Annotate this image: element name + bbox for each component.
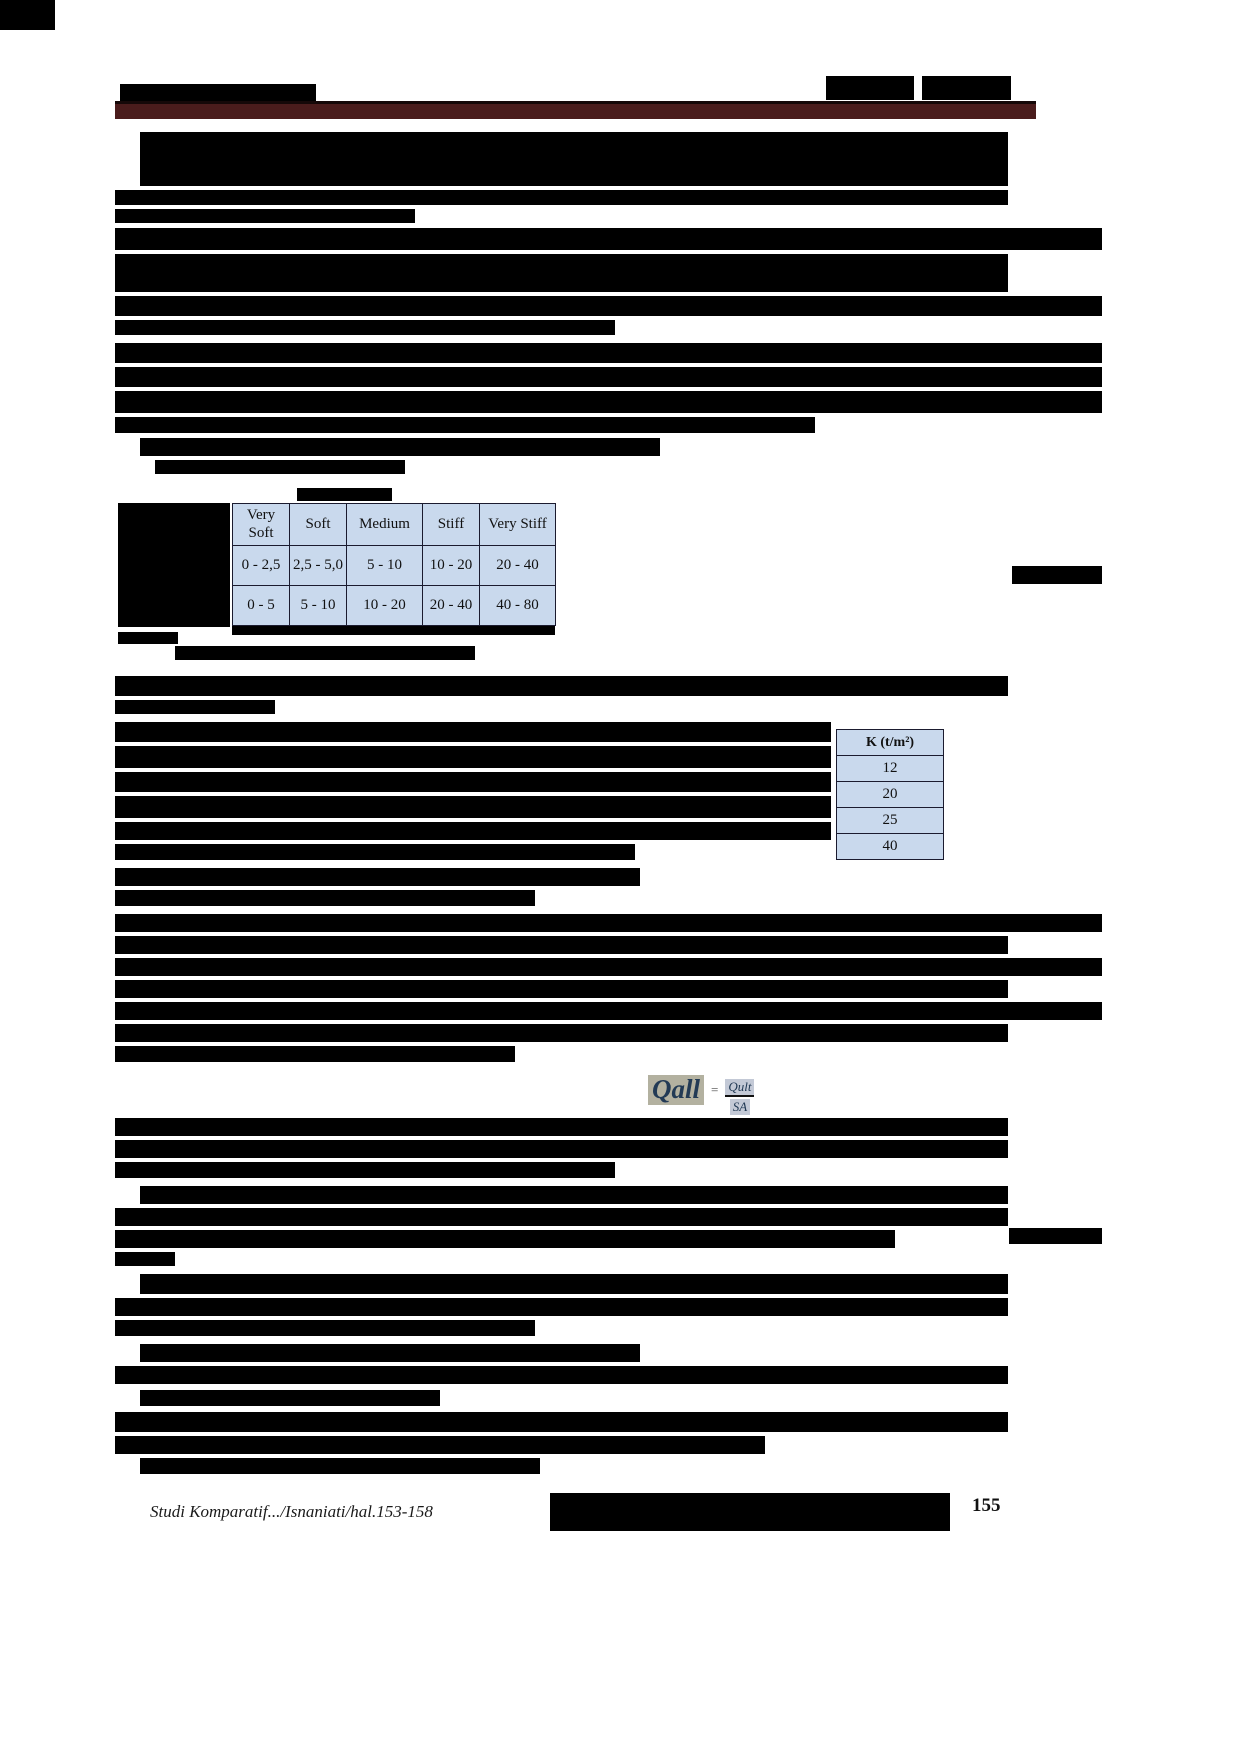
formula-denominator: SA: [729, 1099, 751, 1115]
k-table-cell: 25: [836, 807, 944, 834]
redaction-block: [115, 914, 1102, 932]
page-number: 155: [972, 1495, 1001, 1516]
k-table-header-row: K (t/m²): [836, 729, 944, 756]
consistency-table-header-row: Very Soft Soft Medium Stiff Very Stiff: [232, 503, 556, 546]
redaction-block: [115, 746, 831, 768]
redaction-block: [115, 254, 1008, 292]
redaction-block: [115, 190, 1008, 205]
redaction-block: [140, 132, 1008, 186]
table-cell: 5 - 10: [346, 545, 423, 586]
k-table-cell: 40: [836, 833, 944, 860]
redaction-block: [115, 700, 275, 714]
redaction-block: [115, 343, 1102, 363]
k-table: K (t/m²) 12 20 25 40: [836, 729, 944, 860]
redaction-block: [120, 84, 316, 106]
table-row: 0 - 2,5 2,5 - 5,0 5 - 10 10 - 20 20 - 40: [232, 545, 556, 586]
redaction-block: [115, 1412, 1008, 1432]
redaction-block: [115, 844, 635, 860]
redaction-block: [826, 76, 914, 100]
table-cell: 40 - 80: [479, 585, 556, 626]
table-cell: 20 - 40: [479, 545, 556, 586]
table-header-cell: Very Stiff: [479, 503, 556, 546]
redaction-block: [115, 868, 640, 886]
redaction-block: [550, 1493, 950, 1531]
formula-qall: Qall = Qult SA: [648, 1072, 755, 1115]
header-rule: [115, 101, 1036, 119]
redaction-block: [155, 460, 405, 474]
redaction-block: [115, 958, 1102, 976]
redaction-block: [115, 980, 1008, 998]
table-cell: 10 - 20: [346, 585, 423, 626]
redaction-block: [115, 228, 1102, 250]
redaction-block: [140, 438, 660, 456]
table-cell: 20 - 40: [422, 585, 480, 626]
table-row: 40: [836, 833, 944, 860]
redaction-block: [115, 1118, 1008, 1136]
redaction-block: [115, 1298, 1008, 1316]
redaction-block: [115, 1252, 175, 1266]
redaction-block: [115, 1208, 1008, 1226]
redaction-block: [115, 1002, 1102, 1020]
redaction-block: [115, 417, 815, 433]
redaction-block: [0, 0, 55, 30]
table-cell: 0 - 2,5: [232, 545, 290, 586]
redaction-block: [115, 890, 535, 906]
k-table-header-cell: K (t/m²): [836, 729, 944, 756]
redaction-block: [115, 391, 1102, 413]
redaction-block: [115, 1140, 1008, 1158]
table-cell: 0 - 5: [232, 585, 290, 626]
redaction-block: [175, 646, 475, 660]
formula-numerator: Qult: [725, 1079, 755, 1097]
consistency-table: Very Soft Soft Medium Stiff Very Stiff 0…: [232, 503, 556, 626]
redaction-block: [115, 722, 831, 742]
redaction-block: [118, 503, 230, 627]
redaction-block: [115, 1024, 1008, 1042]
table-cell: 10 - 20: [422, 545, 480, 586]
table-header-cell: Soft: [289, 503, 347, 546]
redaction-block: [118, 632, 178, 644]
redaction-block: [115, 936, 1008, 954]
redaction-block: [115, 1366, 1008, 1384]
redaction-block: [1012, 566, 1102, 584]
k-table-cell: 12: [836, 755, 944, 782]
k-table-cell: 20: [836, 781, 944, 808]
redaction-block: [115, 796, 831, 818]
redaction-block: [922, 76, 1011, 100]
redaction-block: [140, 1458, 540, 1474]
formula-fraction: Qult SA: [725, 1079, 755, 1115]
redaction-block: [115, 209, 415, 223]
redaction-block: [140, 1390, 440, 1406]
redaction-block: [140, 1186, 1008, 1204]
table-row: 0 - 5 5 - 10 10 - 20 20 - 40 40 - 80: [232, 585, 556, 626]
formula-lhs: Qall: [648, 1074, 705, 1105]
table-header-cell: Very Soft: [232, 503, 290, 546]
redaction-block: [115, 676, 1008, 696]
redaction-block: [115, 1046, 515, 1062]
redaction-block: [115, 367, 1102, 387]
redaction-block: [115, 320, 615, 335]
formula-equals: =: [711, 1082, 719, 1097]
redaction-block: [115, 1320, 535, 1336]
redaction-block: [140, 1344, 640, 1362]
footer-citation: Studi Komparatif.../Isnaniati/hal.153-15…: [150, 1502, 433, 1521]
table-row: 25: [836, 807, 944, 834]
redaction-block: [115, 1162, 615, 1178]
redaction-block: [1009, 1228, 1102, 1244]
table-cell: 2,5 - 5,0: [289, 545, 347, 586]
redaction-block: [297, 488, 392, 501]
table-header-cell: Stiff: [422, 503, 480, 546]
table-cell: 5 - 10: [289, 585, 347, 626]
redaction-block: [140, 1274, 1008, 1294]
table-row: 20: [836, 781, 944, 808]
redaction-block: [115, 1230, 895, 1248]
table-row: 12: [836, 755, 944, 782]
redaction-block: [115, 296, 1102, 316]
redaction-block: [115, 772, 831, 792]
redaction-block: [115, 822, 831, 840]
table-header-cell: Medium: [346, 503, 423, 546]
redaction-block: [115, 1436, 765, 1454]
